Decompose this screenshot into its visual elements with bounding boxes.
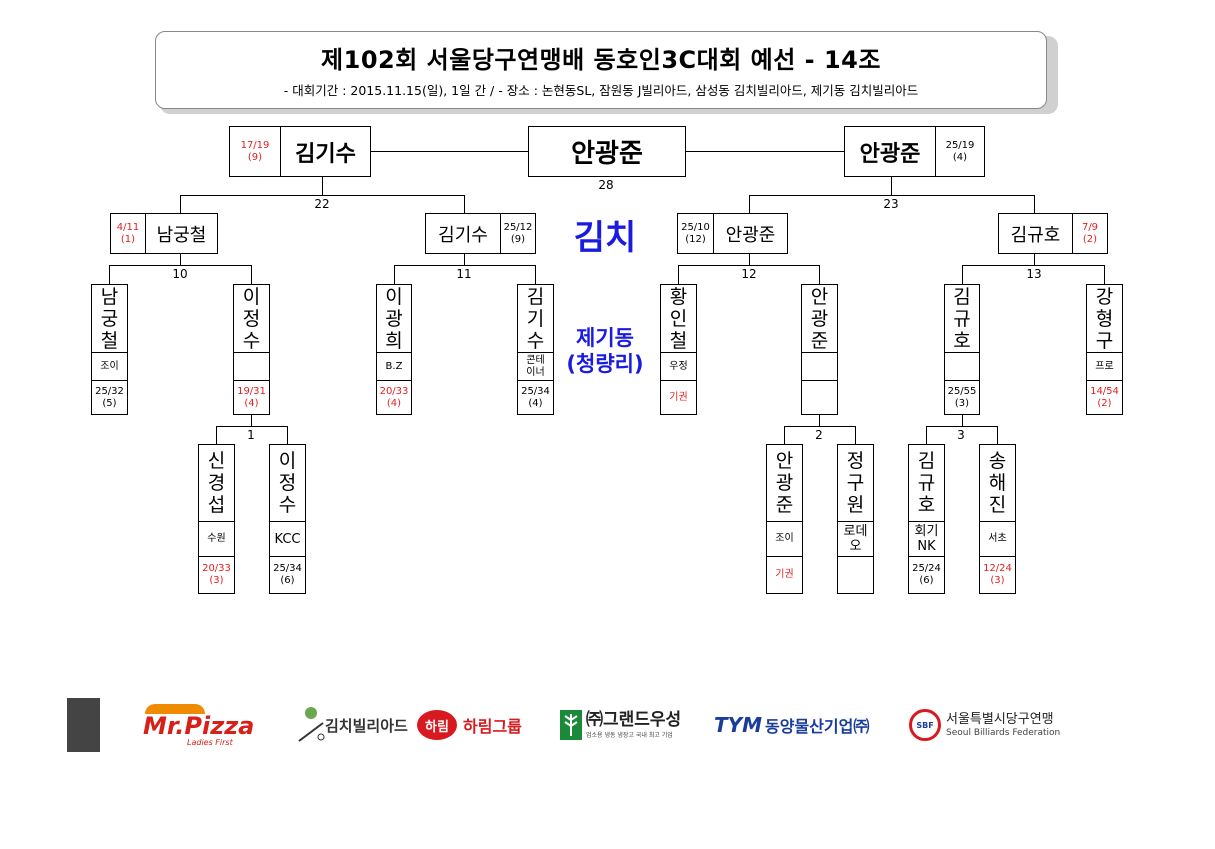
player-score: 20/33 (4) — [376, 380, 412, 415]
player-name: 이 정 수 — [233, 284, 270, 353]
match-number-13: 13 — [1026, 267, 1042, 281]
player-club: 콘테 이너 — [517, 352, 554, 381]
sponsor-sbf-english: Seoul Billiards Federation — [946, 728, 1061, 738]
player-club: 회기 NK — [908, 521, 945, 557]
final-winner-box: 안광준 — [528, 126, 686, 177]
player-name: 안 광 준 — [766, 444, 803, 522]
player-score — [801, 380, 838, 415]
player-score: 20/33 (3) — [198, 556, 235, 594]
player-name: 황 인 철 — [660, 284, 697, 353]
player-score: 19/31 (4) — [233, 380, 270, 415]
semi-right-match-number: 23 — [883, 197, 899, 211]
quarter-3-name: 안광준 — [713, 213, 788, 254]
player-name: 이 광 희 — [376, 284, 412, 353]
player-club: 조이 — [766, 521, 803, 557]
player-name: 김 기 수 — [517, 284, 554, 353]
player-club — [233, 352, 270, 381]
sbf-emblem-icon: SBF — [909, 709, 941, 741]
quarter-2-name: 김기수 — [425, 213, 501, 254]
page-subtitle: - 대회기간 : 2015.11.15(일), 1일 간 / - 장소 : 논현… — [283, 83, 919, 98]
sponsor-kimchi-name: 김치빌리아드 — [325, 716, 408, 735]
semi-left-name: 김기수 — [280, 126, 371, 177]
player-score: 기권 — [766, 556, 803, 594]
sponsor-mrpizza-name: Mr.Pizza — [143, 711, 255, 740]
player-score — [837, 556, 874, 594]
quarter-4-name: 김규호 — [998, 213, 1073, 254]
quarter-1-score: 4/11 (1) — [110, 213, 146, 254]
venue-title: 김치 — [573, 218, 637, 258]
sponsor-sbf-name: 서울특별시당구연맹 — [946, 712, 1054, 727]
semi-left-score: 17/19 (9) — [229, 126, 281, 177]
player-name: 이 정 수 — [269, 444, 306, 522]
player-score: 25/55 (3) — [944, 380, 980, 415]
sponsor-tym-name: 동양물산기업㈜ — [765, 717, 870, 736]
header-panel: 제102회 서울당구연맹배 동호인3C대회 예선 - 14조 - 대회기간 : … — [155, 31, 1047, 109]
sponsor-grand-name: ㈜그랜드우성 — [586, 710, 682, 730]
match-number-1: 1 — [247, 428, 255, 442]
player-club — [801, 352, 838, 381]
player-name: 강 형 구 — [1086, 284, 1123, 353]
sponsor-mrpizza-tagline: Ladies First — [187, 737, 233, 747]
sponsor-harim-name: 하림그룹 — [463, 717, 522, 736]
footer-marker-bar — [67, 698, 100, 752]
player-score: 12/24 (3) — [979, 556, 1016, 594]
player-club: 수원 — [198, 521, 235, 557]
sponsor-tym-logo: TYM 동양물산기업㈜ — [714, 700, 869, 750]
match-number-2: 2 — [815, 428, 823, 442]
player-name: 신 경 섭 — [198, 444, 235, 522]
sponsor-grand-logo: ㈜그랜드우성 업소용 냉동 냉장고 국내 최고 기업 — [560, 700, 681, 750]
player-club: 로데 오 — [837, 521, 874, 557]
quarter-3-score: 25/10 (12) — [677, 213, 714, 254]
sponsor-sbf-logo: SBF 서울특별시당구연맹 Seoul Billiards Federation — [909, 700, 1060, 750]
harim-badge-icon: 하림 — [417, 710, 457, 740]
semi-right-score: 25/19 (4) — [935, 126, 985, 177]
player-name: 김 규 호 — [908, 444, 945, 522]
player-score: 25/34 (4) — [517, 380, 554, 415]
quarter-4-score: 7/9 (2) — [1072, 213, 1108, 254]
sponsor-kimchi-logo: 김치빌리아드 — [297, 700, 408, 750]
match-number-11: 11 — [456, 267, 472, 281]
player-score: 25/32 (5) — [91, 380, 128, 415]
match-number-10: 10 — [172, 267, 188, 281]
player-name: 송 해 진 — [979, 444, 1016, 522]
player-name: 남 궁 철 — [91, 284, 128, 353]
match-number-3: 3 — [957, 428, 965, 442]
player-name: 정 구 원 — [837, 444, 874, 522]
sponsor-grand-tagline: 업소용 냉동 냉장고 국내 최고 기업 — [586, 732, 673, 739]
player-club: 조이 — [91, 352, 128, 381]
player-name: 안 광 준 — [801, 284, 838, 353]
match-number-12: 12 — [741, 267, 757, 281]
venue-location: 제기동 — [576, 326, 634, 350]
player-club: 우정 — [660, 352, 697, 381]
player-score: 25/34 (6) — [269, 556, 306, 594]
cue-player-icon — [298, 707, 325, 742]
quarter-1-name: 남궁철 — [145, 213, 218, 254]
final-match-number: 28 — [598, 178, 614, 192]
player-score: 기권 — [660, 380, 697, 415]
venue-location-sub: (청량리) — [566, 352, 644, 376]
player-club — [944, 352, 980, 381]
semi-left-match-number: 22 — [314, 197, 330, 211]
quarter-2-score: 25/12 (9) — [500, 213, 536, 254]
player-club: KCC — [269, 521, 306, 557]
player-name: 김 규 호 — [944, 284, 980, 353]
player-club: B.Z — [376, 352, 412, 381]
sponsor-harim-logo: 하림 하림그룹 — [417, 700, 522, 750]
player-score: 14/54 (2) — [1086, 380, 1123, 415]
pizza-arc-icon — [145, 703, 205, 714]
semi-right-name: 안광준 — [844, 126, 936, 177]
player-club: 서초 — [979, 521, 1016, 557]
tym-mark-icon: TYM — [714, 713, 763, 737]
player-club: 프로 — [1086, 352, 1123, 381]
page-title: 제102회 서울당구연맹배 동호인3C대회 예선 - 14조 — [321, 46, 881, 74]
player-score: 25/24 (6) — [908, 556, 945, 594]
grand-leaf-icon — [560, 710, 582, 740]
sponsor-mrpizza-logo: Mr.Pizza Ladies First — [143, 700, 254, 750]
